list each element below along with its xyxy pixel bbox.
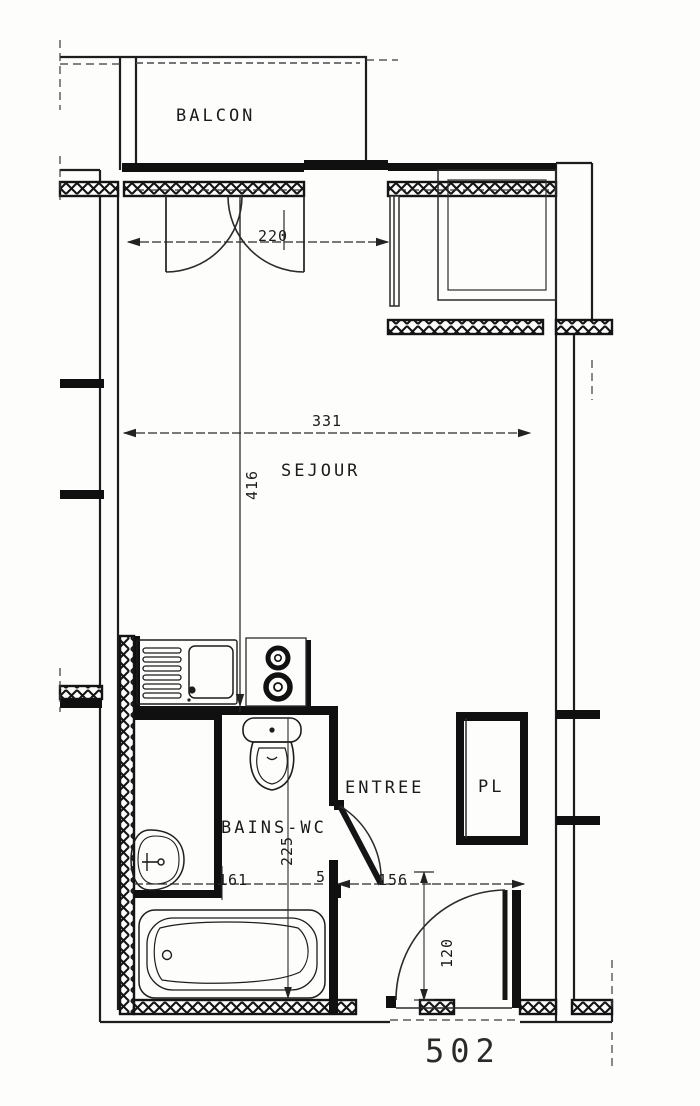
dimension-entry-door-width: 120 xyxy=(438,937,456,968)
toilet-fixture xyxy=(242,717,302,791)
bathtub-fixture xyxy=(138,909,326,999)
room-label-placard: PL xyxy=(478,777,505,797)
hatched-walls xyxy=(58,180,614,1016)
stove-burners-fixture xyxy=(245,637,307,707)
unit-number: 502 xyxy=(425,1032,501,1070)
partition-walls xyxy=(60,160,600,1014)
room-label-bains-wc: BAINS-WC xyxy=(221,818,327,838)
room-label-sejour: SEJOUR xyxy=(281,461,361,481)
room-label-entree: ENTREE xyxy=(345,778,425,798)
dimension-balcony-door-width: 220 xyxy=(258,227,289,245)
reference-lines xyxy=(59,40,613,1070)
dimension-bains-depth: 225 xyxy=(278,835,296,866)
dimension-entree-width: 156 xyxy=(378,871,409,889)
dimension-sejour-width: 331 xyxy=(312,412,343,430)
door-swings xyxy=(165,195,508,1001)
building-outline xyxy=(60,55,614,1024)
dimension-bains-width: 161 xyxy=(218,871,249,889)
room-label-balcon: BALCON xyxy=(176,106,256,126)
dimension-sejour-depth: 416 xyxy=(243,469,261,500)
interior-thin-lines xyxy=(389,169,557,1009)
dimension-lines xyxy=(122,196,532,1002)
dimension-door-jamb: 5 xyxy=(316,868,327,886)
sink-fixture xyxy=(136,639,238,705)
washbasin-fixture xyxy=(130,829,185,891)
